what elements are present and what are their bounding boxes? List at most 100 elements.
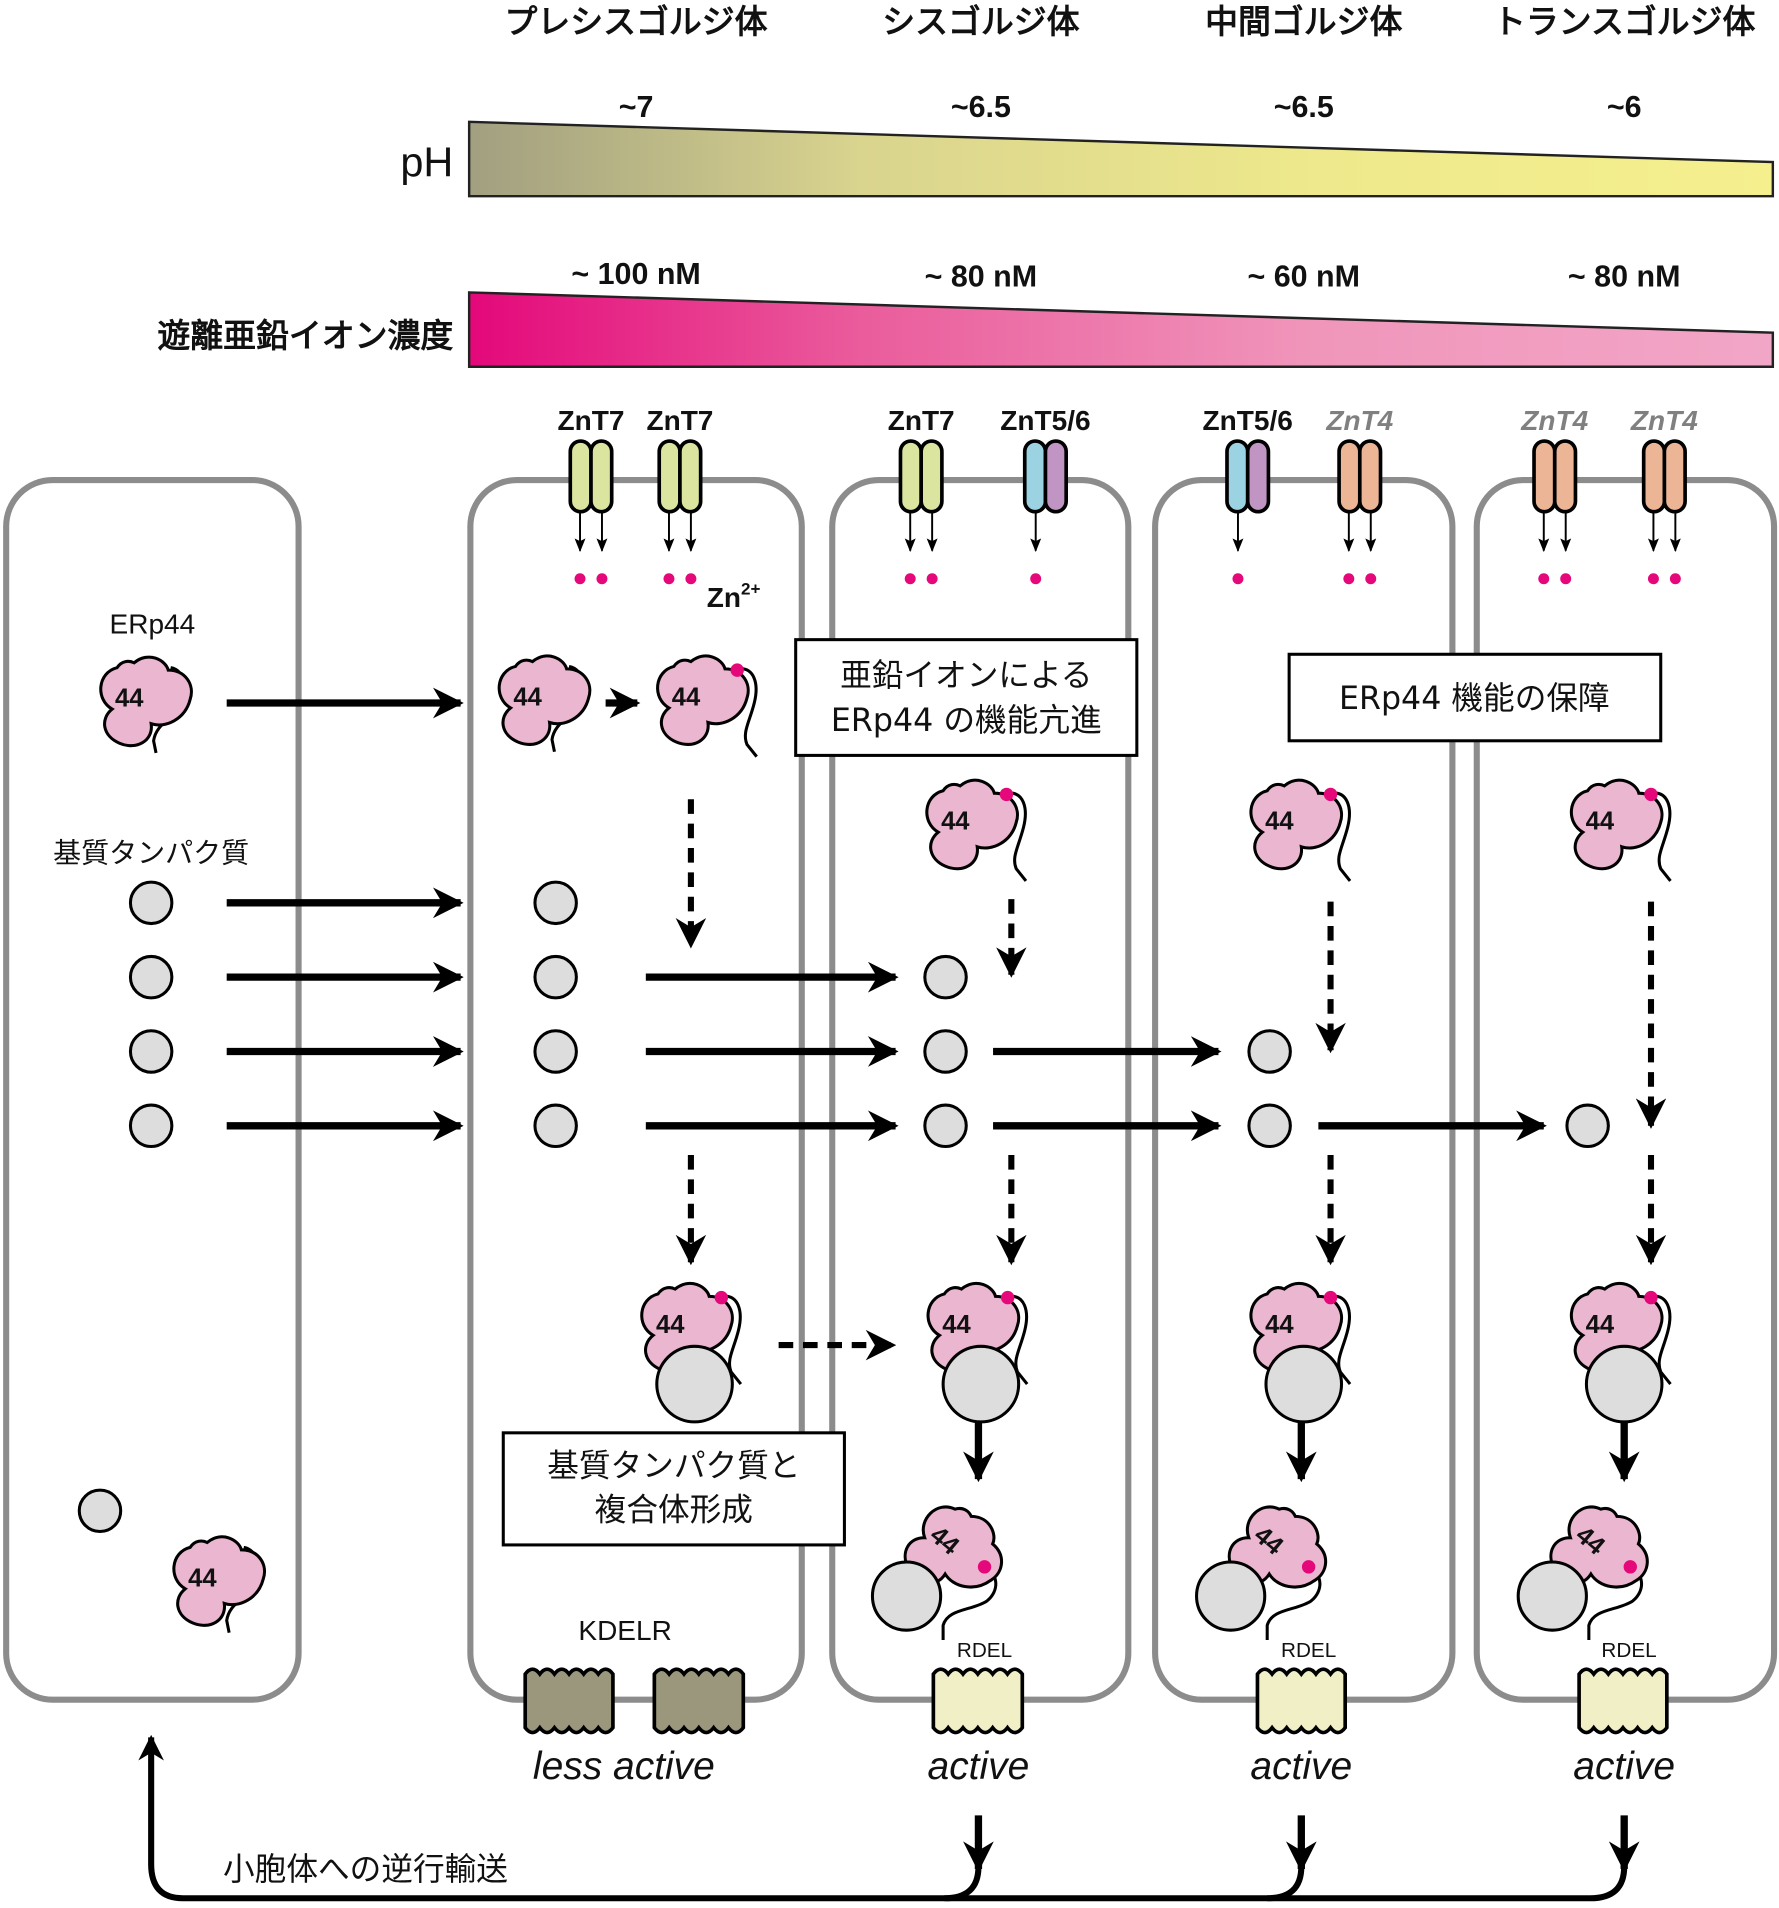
ph-value-pre-cis: ~7 [619,90,654,124]
erp44-precis-free: 44 [497,654,592,753]
kdelr-receptors [523,1667,1669,1735]
substrate-cis [923,1029,968,1074]
erp44-substrate-complex: 44 [1569,1281,1672,1424]
substrate-protein [870,1560,943,1632]
transporter-subunit [678,439,703,514]
retrograde-transport-path: 小胞体への逆行輸送 [138,1734,1640,1902]
zinc-ion-dot [1669,573,1681,585]
zinc-ion-dot [685,573,697,585]
transporter-subunit [568,439,593,514]
callout-zinc-enhancement: 亜鉛イオンによる ERp44 の機能亢進 [794,638,1139,757]
substrate-trans [1565,1103,1610,1149]
bound-zinc-dot [977,1560,992,1574]
transporter-subunit [1662,439,1687,514]
transporter-subunit [1022,439,1048,514]
erp44-c-tail [1007,1294,1029,1386]
erp44-rdel-bound-complex: 44 [1516,1505,1649,1640]
transporter-subunit [1337,439,1362,514]
callout-function-guarantee-text: ERp44 機能の保障 [1339,681,1610,717]
ph-value-trans: ~6 [1607,90,1642,124]
erp44-c-tail [1330,791,1352,882]
transporter-label: ZnT7 [888,405,955,436]
retrograde-path-line [138,1734,1628,1902]
transporter-znt7: ZnT7 [888,405,955,585]
zinc-gradient-panel: 遊離亜鉛イオン濃度 ~ 100 nM ~ 80 nM ~ 60 nM ~ 80 … [157,257,1775,368]
transporter-znt7: ZnT7 [646,405,713,585]
substrate-protein [655,1344,734,1424]
callout-zinc-enhancement-line1: 亜鉛イオンによる [840,658,1092,694]
transporter-subunit [898,439,924,514]
zinc-ion-dot [1343,573,1355,585]
erp44-trans: 44 [1569,778,1672,882]
substrate-er-retrieved [77,1488,123,1534]
erp44-number: 44 [672,683,701,711]
transporter-label: ZnT4 [1520,405,1588,436]
erp44-number: 44 [1265,808,1294,836]
erp44-number: 44 [941,808,970,836]
bound-zinc-dot [730,663,744,677]
bound-zinc-dot [1623,1560,1637,1574]
zinc-ion-dot [1538,573,1550,585]
substrate-medial [1247,1103,1292,1149]
zinc-value-trans: ~ 80 nM [1568,259,1681,293]
kdelr-state-cis: active [928,1745,1030,1788]
transport-arrows [226,687,1667,1483]
substrate-protein [941,1344,1021,1424]
erp44-medial: 44 [1249,778,1352,882]
zinc-ion-dot [904,573,916,585]
substrate-protein [1264,1344,1344,1424]
callout-complex-formation: 基質タンパク質と 複合体形成 [501,1431,846,1547]
rdel-label-cis: RDEL [957,1639,1012,1662]
transporter-subunit [1552,439,1578,514]
substrate-cis [923,1103,968,1149]
erp44-body [172,1535,266,1627]
substrate-protein [1516,1560,1588,1632]
erp44-c-tail [1650,791,1672,882]
zinc-gradient-wedge [467,291,1775,368]
substrate-precis [533,954,578,1000]
ph-gradient-panel: pH ~7 ~6.5 ~6.5 ~6 [400,90,1775,198]
zinc-value-medial: ~ 60 nM [1248,259,1361,293]
transporter-subunit [1245,439,1271,514]
erp44-substrate-complex: 44 [1249,1281,1352,1424]
erp44-number: 44 [656,1311,685,1339]
transporter-subunit [1532,439,1557,514]
erp44-c-tail [721,1294,743,1386]
zn-ion-charge: 2+ [741,580,760,599]
erp44-body [1569,778,1664,871]
callout-zinc-enhancement-line2: ERp44 の機能亢進 [831,703,1102,739]
zinc-ion-dot [596,573,608,585]
substrate-cis [923,954,968,1000]
erp44-body [656,654,750,746]
kdelr-receptor-inactive [652,1667,746,1735]
zinc-ion-dot [926,573,938,585]
compartment-titles: プレシスゴルジ体 シスゴルジ体 中間ゴルジ体 トランスゴルジ体 [505,3,1756,40]
retrograde-merge-cis [944,1866,982,1902]
transporter-znt56: ZnT5/6 [1203,405,1293,585]
substrate-er [128,954,174,1000]
erp44-er-retrieved: 44 [172,1535,266,1633]
retrograde-label: 小胞体への逆行輸送 [223,1852,508,1888]
zinc-value-cis: ~ 80 nM [925,259,1038,293]
transporter-subunit [657,439,682,514]
erp44-number: 44 [115,685,144,713]
kdelr-receptor-active [1255,1667,1348,1735]
substrate-er [128,1029,174,1074]
zinc-ion-dot [663,573,675,585]
transporter-subunit [1043,439,1068,514]
transporter-label: ZnT4 [1325,405,1393,436]
erp44-body [497,654,592,746]
ph-gradient-wedge [467,120,1775,198]
title-cis-golgi: シスゴルジ体 [882,3,1079,40]
zinc-ion-dot [1232,573,1244,585]
transporter-label: ZnT7 [646,405,713,436]
erp44-number: 44 [942,1311,971,1339]
transporter-subunit [589,439,614,514]
transporter-znt7: ZnT7 [558,405,624,585]
kdelr-state-medial: active [1250,1745,1352,1788]
kdelr-receptor-active [1577,1667,1669,1735]
substrate-medial [1247,1029,1292,1074]
erp44-rdel-bound-complex: 44 [870,1505,1004,1640]
